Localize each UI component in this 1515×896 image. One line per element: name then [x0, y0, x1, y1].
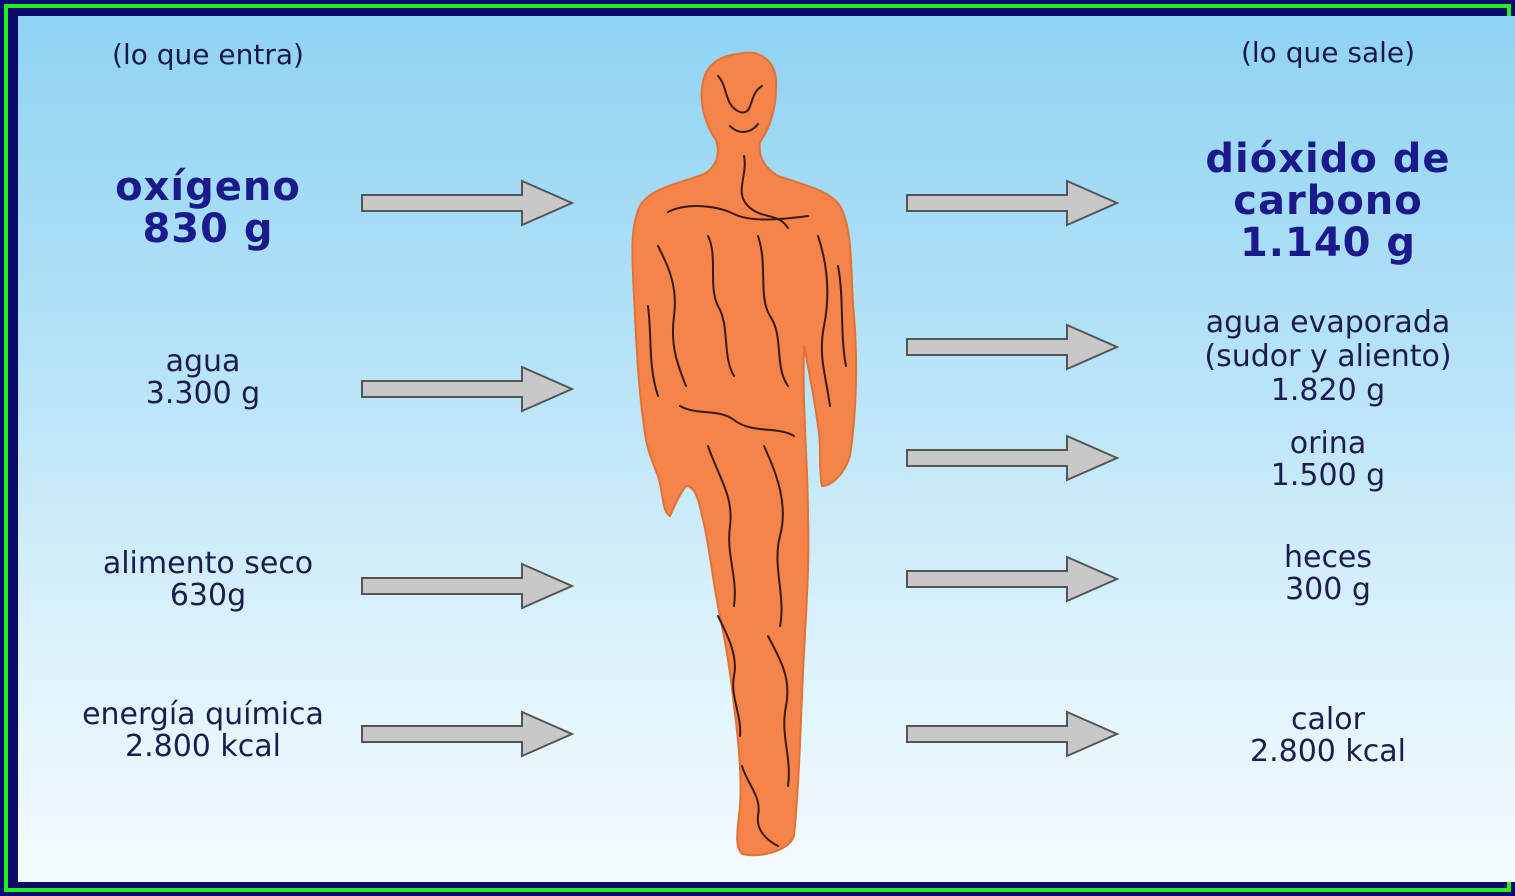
diagram-graphics: [18, 16, 1515, 882]
arrow-feces-out: [907, 557, 1117, 601]
diagram-panel: (lo que entra) (lo que sale) oxígeno 830…: [18, 16, 1515, 882]
arrow-heat-out: [907, 712, 1117, 756]
arrow-co2-out: [907, 181, 1117, 225]
human-body-figure: [632, 53, 856, 855]
arrow-oxygen-in: [362, 181, 572, 225]
arrow-energy-in: [362, 712, 572, 756]
arrow-urine-out: [907, 436, 1117, 480]
arrow-water-in: [362, 367, 572, 411]
arrow-food-in: [362, 564, 572, 608]
arrow-water-out: [907, 325, 1117, 369]
